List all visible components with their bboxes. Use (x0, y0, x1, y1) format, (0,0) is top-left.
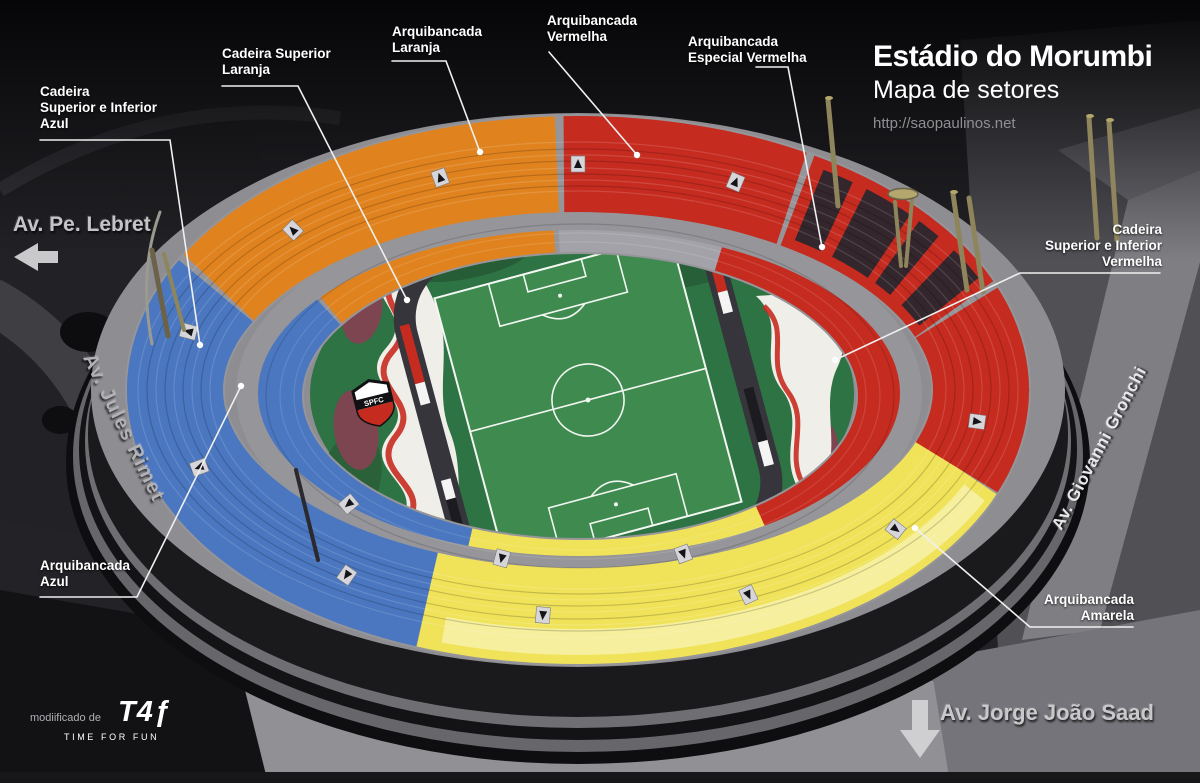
leader-line-arquibancada-laranja (391, 60, 481, 153)
entrance-stair-icon (534, 606, 551, 625)
credit-block: modiificado de T4ƒ TIME FOR FUN (30, 696, 220, 760)
leader-dot-arquibancada-azul (237, 382, 245, 390)
entrance-stair-icon (967, 413, 987, 430)
sector-especial-vermelha-pattern (794, 169, 979, 326)
callout-line: Vermelha (1101, 253, 1162, 269)
leader-line-arquibancada-amarela (914, 527, 1134, 628)
street-label-lebret: Av. Pe. Lebret (13, 213, 151, 236)
entrance-stair-icon (337, 493, 360, 515)
entrance-stair-icon (725, 171, 746, 193)
leader-dot-cadeira-vermelha (831, 356, 839, 364)
entrance-stair-icon (570, 155, 586, 173)
upper-seating-ring (124, 113, 1031, 667)
callout-line: Superior e Inferior (1044, 237, 1162, 253)
page-subtitle: Mapa de setores (873, 76, 1060, 104)
time-for-fun-subtext: TIME FOR FUN (64, 732, 160, 742)
callout-arquibancada-amarela: Arquibancada Amarela (1044, 592, 1134, 624)
callout-line: Cadeira Superior (222, 46, 331, 61)
callout-cadeira-vermelha: Cadeira Superior e Inferior Vermelha (1045, 222, 1162, 270)
leader-line-arquibancada-especial (755, 66, 823, 248)
leader-dot-arquibancada-especial (818, 243, 826, 251)
floodlight-masts (145, 96, 1120, 562)
callout-line: Cadeira (1112, 222, 1162, 237)
down-arrow-icon (900, 700, 940, 758)
entrance-stair-icon (673, 543, 693, 565)
leader-dot-cadeira-laranja (403, 296, 411, 304)
callout-line: Amarela (1080, 607, 1134, 623)
entrance-stairs (178, 155, 987, 625)
callout-line: Azul (40, 573, 69, 589)
sector-cadeira-vermelha (714, 224, 907, 551)
callout-line: Vermelha (547, 28, 608, 44)
spfc-badge: SPFC (351, 379, 395, 427)
leader-dot-arquibancada-amarela (911, 524, 919, 532)
entrance-stair-icon (884, 518, 907, 540)
leader-line-arquibancada-azul (39, 385, 242, 598)
entrance-stair-icon (281, 219, 305, 242)
entrance-stair-icon (430, 167, 450, 188)
callout-line: Superior e Inferior (40, 99, 158, 115)
callout-leader-lines (39, 51, 1161, 628)
leader-line-arquibancada-vermelha (548, 51, 638, 156)
callout-line: Arquibancada (547, 13, 638, 28)
left-arrow-icon (14, 243, 58, 271)
site-url: http://saopaulinos.net (873, 115, 1016, 132)
street-label-jorge-joao-saad: Av. Jorge João Saad (940, 700, 1154, 725)
leader-dot-arquibancada-vermelha (633, 151, 641, 159)
tree-shadow (42, 406, 78, 434)
time-for-fun-logo: T4ƒ (118, 696, 171, 728)
callout-line: Arquibancada (40, 558, 131, 573)
sector-vermelha-leste (915, 287, 1030, 493)
sector-amarela-outer (441, 484, 985, 656)
floodlight-pole-icon (825, 97, 841, 209)
credit-prefix: modiificado de (30, 712, 101, 724)
lattice-mast-icon (145, 210, 162, 346)
leader-dot-cadeira-azul (196, 341, 204, 349)
leader-line-cadeira-vermelha (834, 272, 1161, 361)
page-title: Estádio do Morumbi (873, 40, 1153, 73)
callout-line: Arquibancada (1043, 592, 1134, 607)
entrance-stair-icon (492, 548, 511, 569)
callout-line: Especial Vermelha (688, 49, 807, 65)
callout-arquibancada-laranja: Arquibancada Laranja (392, 24, 482, 56)
sector-vermelha-norte (563, 115, 807, 244)
callout-arquibancada-vermelha: Arquibancada Vermelha (547, 13, 637, 45)
entrance-stair-icon (336, 564, 358, 587)
callout-line: Azul (40, 115, 69, 131)
callout-line: Arquibancada (392, 24, 483, 39)
light-disc-icon (887, 187, 919, 201)
leader-line-cadeira-azul (39, 139, 201, 346)
callout-line: Laranja (392, 39, 441, 55)
callout-line: Arquibancada (688, 34, 779, 49)
entrance-stair-icon (738, 584, 759, 606)
map-header: Estádio do Morumbi Mapa de setores http:… (873, 40, 1193, 132)
sector-laranja (183, 116, 559, 321)
callout-line: Laranja (222, 61, 271, 77)
callout-arquibancada-especial: Arquibancada Especial Vermelha (688, 34, 807, 66)
leader-line-cadeira-laranja (221, 85, 408, 301)
callout-cadeira-azul: Cadeira Superior e Inferior Azul (40, 84, 157, 132)
callout-cadeira-laranja: Cadeira Superior Laranja (222, 46, 331, 78)
callout-arquibancada-azul: Arquibancada Azul (40, 558, 130, 590)
leader-dot-arquibancada-laranja (476, 148, 484, 156)
callout-line: Cadeira (40, 84, 90, 99)
